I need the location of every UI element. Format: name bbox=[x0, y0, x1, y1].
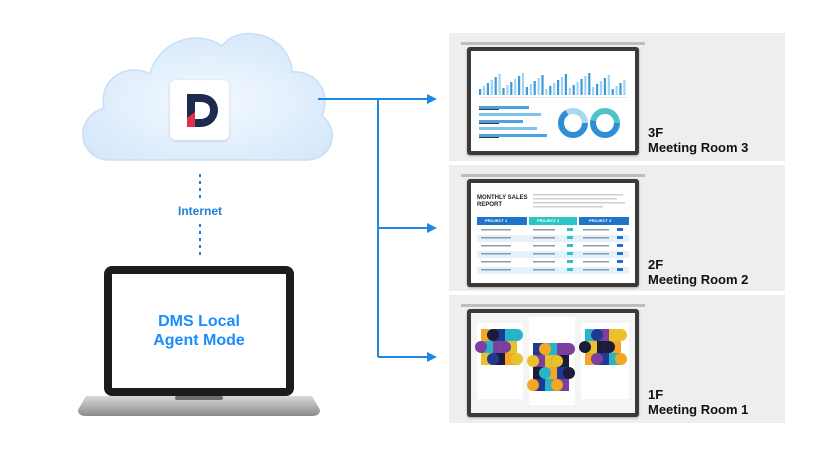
sales-report-table bbox=[477, 194, 629, 274]
room-panel-2: MONTHLY SALES REPORT PROJECT 1 PROJECT 2… bbox=[449, 165, 785, 291]
room-label-3: 3F Meeting Room 3 bbox=[648, 125, 748, 155]
tv-display-3 bbox=[461, 42, 645, 155]
col-header-3: PROJECT 3 bbox=[589, 218, 612, 223]
tv-display-1 bbox=[461, 304, 645, 417]
internet-label: Internet bbox=[177, 204, 222, 218]
room-label-1: 1F Meeting Room 1 bbox=[648, 387, 748, 417]
room-name-2: Meeting Room 2 bbox=[648, 272, 749, 287]
arrow-room-3 bbox=[427, 94, 437, 104]
col-header-1: PROJECT 1 bbox=[485, 218, 508, 223]
dms-logo-icon bbox=[187, 94, 218, 127]
arrow-room-1 bbox=[427, 352, 437, 362]
posters-screen bbox=[471, 313, 635, 413]
tv-display-2: MONTHLY SALES REPORT PROJECT 1 PROJECT 2… bbox=[461, 174, 645, 287]
room-panel-1: 1F Meeting Room 1 bbox=[449, 295, 785, 423]
room-floor-3: 3F bbox=[648, 125, 664, 140]
geometric-posters bbox=[475, 317, 629, 405]
dashboard-charts bbox=[479, 73, 627, 138]
arrow-room-2 bbox=[427, 223, 437, 233]
report-title: MONTHLY SALES REPORT bbox=[477, 195, 528, 208]
laptop bbox=[78, 266, 320, 416]
laptop-text-line-2: Agent Mode bbox=[153, 332, 245, 349]
room-name-3: Meeting Room 3 bbox=[648, 140, 749, 155]
room-label-2: 2F Meeting Room 2 bbox=[648, 257, 748, 287]
dashboard-screen bbox=[471, 51, 635, 151]
arrowheads bbox=[427, 94, 437, 362]
room-name-1: Meeting Room 1 bbox=[648, 402, 749, 417]
sales-report-screen: MONTHLY SALES REPORT PROJECT 1 PROJECT 2… bbox=[471, 183, 635, 283]
room-floor-2: 2F bbox=[648, 257, 664, 272]
connector-lines bbox=[318, 98, 428, 358]
room-panel-3: 3F Meeting Room 3 bbox=[449, 33, 785, 161]
col-header-2: PROJECT 2 bbox=[537, 218, 560, 223]
laptop-text-line-1: DMS Local bbox=[158, 313, 240, 330]
room-floor-1: 1F bbox=[648, 387, 664, 402]
dms-logo-tile bbox=[170, 80, 229, 140]
laptop-screen-text: DMS Local Agent Mode bbox=[118, 312, 280, 350]
